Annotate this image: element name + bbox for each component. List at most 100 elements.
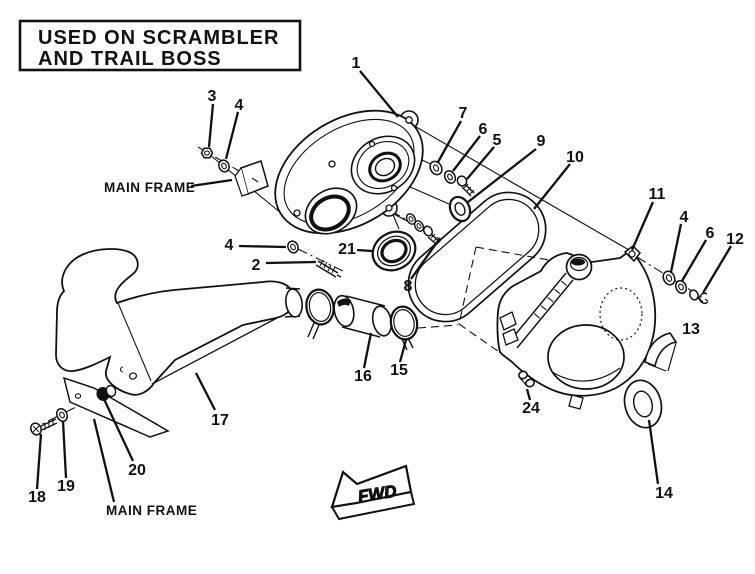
leader-21	[356, 248, 373, 253]
tube-shadow	[337, 298, 351, 307]
callout-18: 18	[28, 489, 46, 506]
leader-3	[207, 103, 215, 148]
screw-2	[315, 259, 342, 278]
ring-14	[623, 379, 663, 429]
washer-19	[55, 407, 69, 423]
leader-main-frame-top	[190, 178, 233, 188]
main-frame-label-bottom: MAIN FRAME	[106, 503, 197, 518]
inner-clutch-cover	[274, 109, 424, 235]
leader-main-frame-bottom	[92, 418, 116, 503]
cover-left-bracket	[499, 311, 519, 346]
title-box: USED ON SCRAMBLER AND TRAIL BOSS	[18, 19, 302, 72]
cover-bottom-tab	[568, 394, 584, 410]
callout-3: 3	[208, 88, 217, 105]
leader-9	[467, 148, 537, 203]
fastener-stack-right	[662, 270, 709, 305]
leader-10	[533, 163, 571, 210]
leader-18	[35, 433, 43, 490]
callout-16: 16	[354, 368, 372, 385]
callout-4-top: 4	[235, 97, 244, 114]
bracket-13	[644, 332, 678, 372]
callout-6-right: 6	[706, 225, 715, 242]
fwd-arrow-side	[330, 490, 416, 521]
snorkel-boss	[565, 253, 593, 281]
callout-9: 9	[537, 133, 546, 150]
callout-17: 17	[211, 412, 229, 429]
nut-20	[96, 384, 117, 401]
callout-24: 24	[522, 400, 540, 417]
projection-dashed-lines	[417, 246, 561, 357]
leader-7	[436, 120, 463, 163]
callout-13: 13	[682, 321, 700, 338]
main-frame-label-top: MAIN FRAME	[104, 180, 195, 195]
outer-clutch-cover	[496, 245, 657, 410]
cover-hidden-opening	[599, 287, 643, 341]
leader-11	[630, 201, 655, 251]
clamp-15	[389, 305, 419, 351]
callout-4-mid: 4	[225, 237, 234, 254]
callout-10: 10	[566, 149, 584, 166]
callout-11: 11	[649, 186, 666, 203]
callout-12: 12	[726, 231, 744, 248]
cover-strut	[509, 272, 574, 349]
bolt-8-head	[422, 225, 434, 237]
leader-20	[102, 398, 135, 462]
callout-20: 20	[128, 462, 146, 479]
fastener-stack-8	[405, 213, 442, 246]
duct-tube-16	[333, 294, 393, 338]
nut-3	[200, 147, 214, 159]
leader-4-top	[224, 111, 240, 160]
bolt-12	[689, 289, 709, 305]
callout-1: 1	[352, 55, 361, 72]
title-line-2: AND TRAIL BOSS	[38, 48, 222, 70]
leader-15	[398, 339, 408, 363]
outlet-and-duct	[284, 287, 419, 351]
callout-15: 15	[390, 362, 408, 379]
callout-21: 21	[338, 241, 356, 258]
callout-14: 14	[655, 485, 673, 502]
leader-5	[466, 146, 495, 180]
cover-lower-opening-ring	[309, 194, 351, 232]
title-box-border	[18, 19, 302, 72]
silencer-hole-small	[119, 366, 124, 373]
clamp-24	[518, 370, 535, 388]
seal-21	[371, 230, 417, 272]
callout-4-right: 4	[680, 209, 689, 226]
callout-7: 7	[459, 105, 468, 122]
main-frame-plate-bottom	[62, 376, 170, 438]
cover-ear-11	[623, 245, 641, 263]
washer-4-mid	[287, 240, 299, 254]
leader-6-right	[681, 239, 707, 282]
bolt-18	[30, 418, 58, 436]
callout-5: 5	[493, 132, 502, 149]
silencer-outlet	[285, 288, 303, 318]
silencer-hole	[128, 372, 138, 380]
leader-12	[702, 245, 732, 294]
callout-19: 19	[57, 478, 75, 495]
washer-4-top	[218, 159, 230, 173]
leader-8	[410, 237, 441, 280]
leader-6-left	[452, 135, 481, 172]
leader-24	[525, 388, 532, 401]
leader-4-mid	[238, 244, 287, 249]
cover-drum-face	[547, 324, 625, 390]
fwd-arrow: FWD	[330, 464, 416, 521]
callout-2: 2	[252, 257, 261, 274]
bolt-5	[456, 175, 475, 197]
leader-16	[362, 332, 373, 369]
leader-1	[359, 70, 399, 118]
leader-lines	[35, 70, 732, 503]
callout-6-left: 6	[479, 121, 488, 138]
grommet-9	[448, 195, 472, 223]
fastener-stack-7-6-5	[429, 160, 475, 197]
title-line-1: USED ON SCRAMBLER	[38, 27, 279, 49]
leader-14	[647, 419, 660, 485]
clamp-front	[305, 288, 335, 340]
callouts: 1 2 3 4 4 4 5 6 6 7 8 9 10 11 12 13 14 1…	[28, 55, 744, 506]
leader-2	[265, 260, 317, 265]
leader-4-right	[669, 223, 683, 273]
leader-19	[61, 420, 68, 479]
leader-17	[194, 372, 217, 411]
